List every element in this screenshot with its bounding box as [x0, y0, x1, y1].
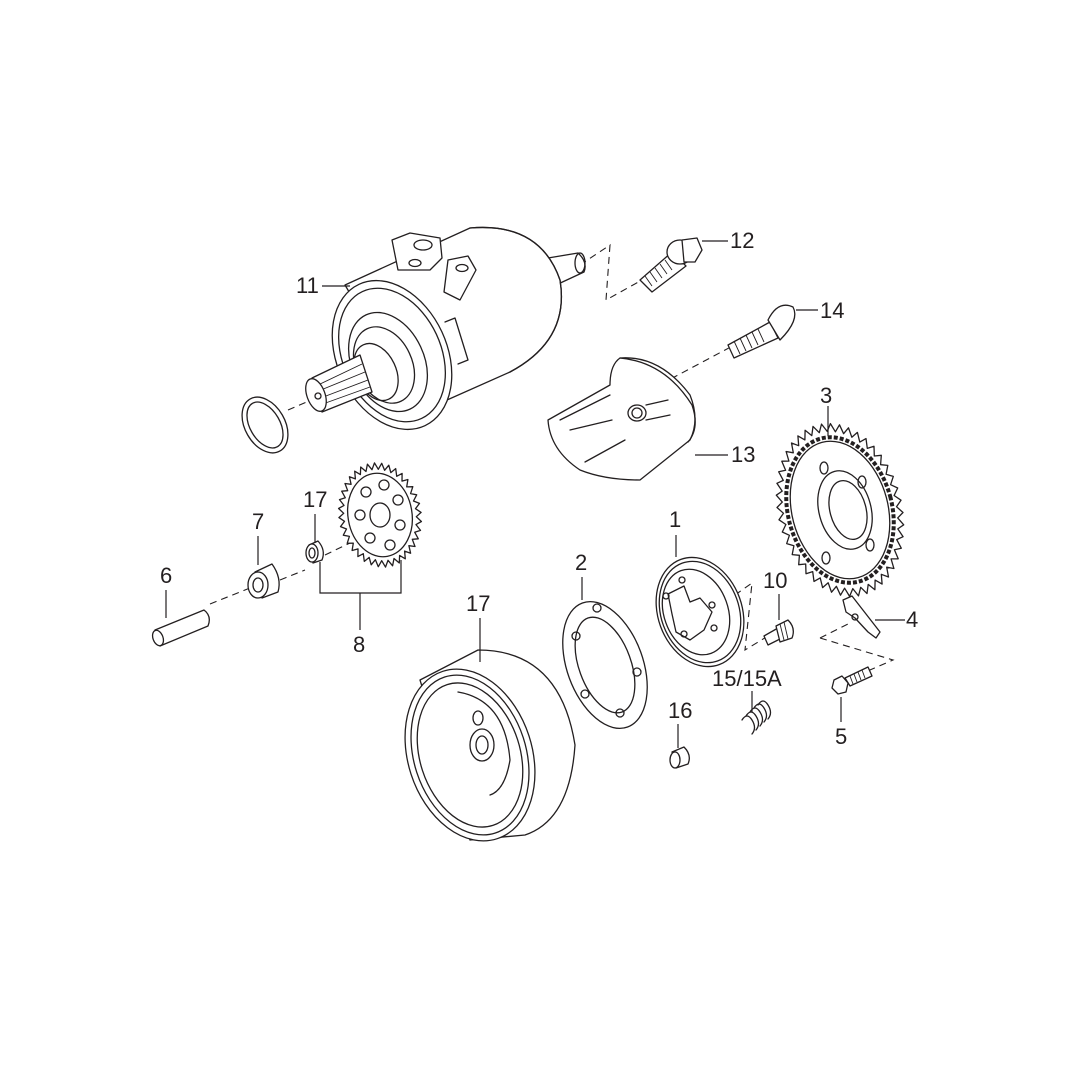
- callout-17-rotor: 17: [466, 591, 490, 616]
- hex-bolt-part: [831, 666, 873, 722]
- starter-driven-gear-part: [775, 406, 905, 598]
- clutch-plate-part: [562, 577, 648, 730]
- callout-12: 12: [730, 228, 754, 253]
- callout-2: 2: [575, 550, 587, 575]
- callout-16: 16: [668, 698, 692, 723]
- o-ring-part: [241, 396, 289, 454]
- callout-1: 1: [669, 507, 681, 532]
- spring-part: [741, 691, 772, 735]
- callout-5: 5: [835, 724, 847, 749]
- assembly-axis-lines: [209, 243, 895, 683]
- starter-motor-part: [305, 226, 586, 431]
- bushing-part: [247, 536, 280, 599]
- callout-8: 8: [353, 632, 365, 657]
- callout-15-15a: 15/15A: [712, 666, 782, 691]
- clutch-bolt-part: [763, 594, 794, 646]
- needle-bearing-part: [305, 514, 324, 564]
- flywheel-rotor-part: [404, 618, 576, 842]
- starter-cover-part: [547, 357, 728, 481]
- idler-gear-part: [319, 462, 423, 630]
- flange-bolt-part: [639, 237, 728, 293]
- roller-part: [669, 724, 690, 769]
- callout-3: 3: [820, 383, 832, 408]
- callout-labels: 11 12 14 3 13 17 7 6 8 1 2 10 4 17 15/15…: [160, 228, 918, 749]
- callout-4: 4: [906, 607, 918, 632]
- callout-10: 10: [763, 568, 787, 593]
- callout-6: 6: [160, 563, 172, 588]
- callout-14: 14: [820, 298, 844, 323]
- callout-13: 13: [731, 442, 755, 467]
- shaft-pin-part: [151, 590, 210, 647]
- callout-11: 11: [296, 273, 319, 298]
- callout-17-bearing: 17: [303, 487, 327, 512]
- callout-7: 7: [252, 509, 264, 534]
- starter-clutch-part: [655, 535, 745, 668]
- countersunk-screw-part: [727, 304, 818, 359]
- lock-plate-part: [842, 595, 905, 639]
